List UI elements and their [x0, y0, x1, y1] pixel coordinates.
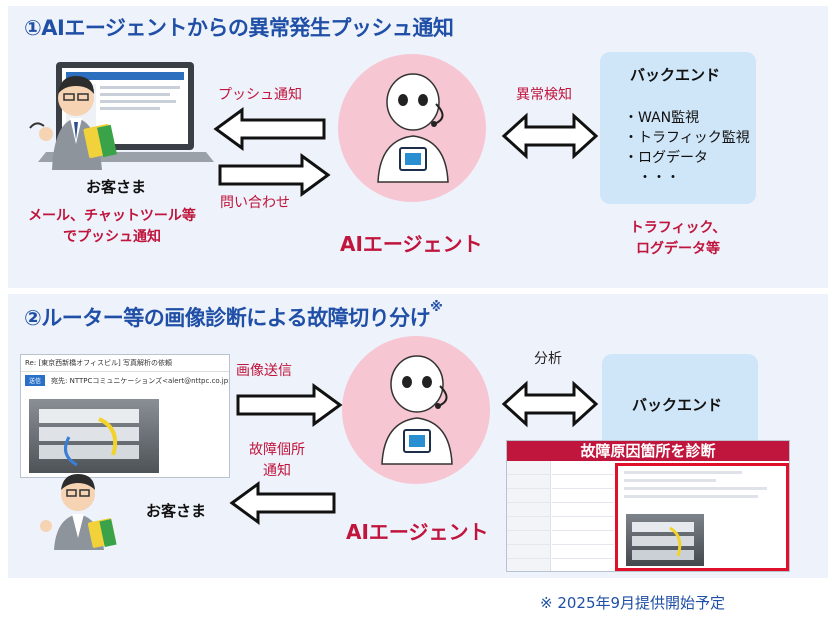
analysis-double-arrow-icon	[501, 380, 599, 428]
backend-data-note: トラフィック、 ログデータ等	[629, 220, 727, 257]
image-send-label: 画像送信	[236, 363, 292, 379]
robot-icon	[377, 73, 449, 183]
detection-double-arrow-icon	[501, 112, 599, 160]
backend-title-2: バックエンド	[632, 396, 723, 414]
backend-item: ・ログデータ	[624, 150, 708, 166]
section-push-notification: ①AIエージェントからの異常発生プッシュ通知 お客さま メール、チャットツール等…	[8, 6, 828, 288]
diagnosis-header: 故障原因箇所を診断	[507, 441, 789, 461]
backend-monitoring-list: ・WAN監視 ・トラフィック監視 ・ログデータ ・・・	[624, 108, 750, 188]
anomaly-detection-label: 異常検知	[516, 87, 572, 103]
email-recipient: 宛先: NTTPCコミュニケーションズ<alert@nttpc.co.jp>	[51, 376, 230, 385]
diagnosis-message-list	[552, 461, 614, 571]
router-photo	[29, 399, 159, 473]
customer-illustration	[40, 474, 117, 550]
inquiry-label: 問い合わせ	[220, 195, 290, 211]
diagnosis-sidebar	[507, 461, 551, 571]
ai-agent-label-2: AIエージェント	[346, 520, 489, 544]
push-arrow-left-icon	[213, 107, 326, 151]
ai-agent-label: AIエージェント	[340, 232, 483, 256]
push-method-note: メール、チャットツール等 でプッシュ通知	[28, 208, 196, 245]
fault-arrow-left-icon	[229, 481, 336, 525]
backend-item: ・WAN監視	[624, 110, 700, 126]
section-image-diagnosis: ②ルーター等の画像診断による故障切り分け※ Re: [東京西新橋オフィスビル] …	[8, 294, 828, 578]
footnote: ※ 2025年9月提供開始予定	[540, 594, 726, 612]
diagnosis-router-photo	[626, 514, 704, 566]
robot-icon-2	[381, 355, 453, 465]
section2-title: ②ルーター等の画像診断による故障切り分け※	[24, 300, 443, 330]
email-screenshot: Re: [東京西新橋オフィスビル] 写真解析の依頼 送信 宛先: NTTPCコミ…	[20, 354, 230, 478]
inquiry-arrow-right-icon	[218, 153, 331, 197]
analysis-label: 分析	[534, 351, 562, 367]
email-send-button: 送信	[25, 375, 46, 386]
customer-label-2: お客さま	[146, 502, 207, 520]
diagnosis-screenshot: 故障原因箇所を診断	[506, 440, 790, 572]
image-send-arrow-right-icon	[236, 383, 343, 427]
router-image-icon	[39, 409, 139, 467]
backend-box-2	[602, 354, 758, 454]
backend-title: バックエンド	[630, 66, 721, 84]
fault-notification-label: 故障個所 通知	[249, 442, 305, 479]
router-diagnosis-image-icon	[632, 522, 694, 560]
backend-item: ・・・	[624, 170, 680, 186]
diagnosis-highlight-box	[615, 463, 789, 571]
backend-item: ・トラフィック監視	[624, 130, 750, 146]
backend-box	[600, 52, 756, 204]
email-recipient-row: 送信 宛先: NTTPCコミュニケーションズ<alert@nttpc.co.jp…	[21, 372, 229, 389]
email-subject: Re: [東京西新橋オフィスビル] 写真解析の依頼	[21, 355, 229, 372]
section1-title: ①AIエージェントからの異常発生プッシュ通知	[24, 16, 454, 40]
customer-label: お客さま	[86, 178, 147, 196]
push-notification-label: プッシュ通知	[218, 87, 302, 103]
laptop-customer-illustration	[29, 62, 214, 170]
